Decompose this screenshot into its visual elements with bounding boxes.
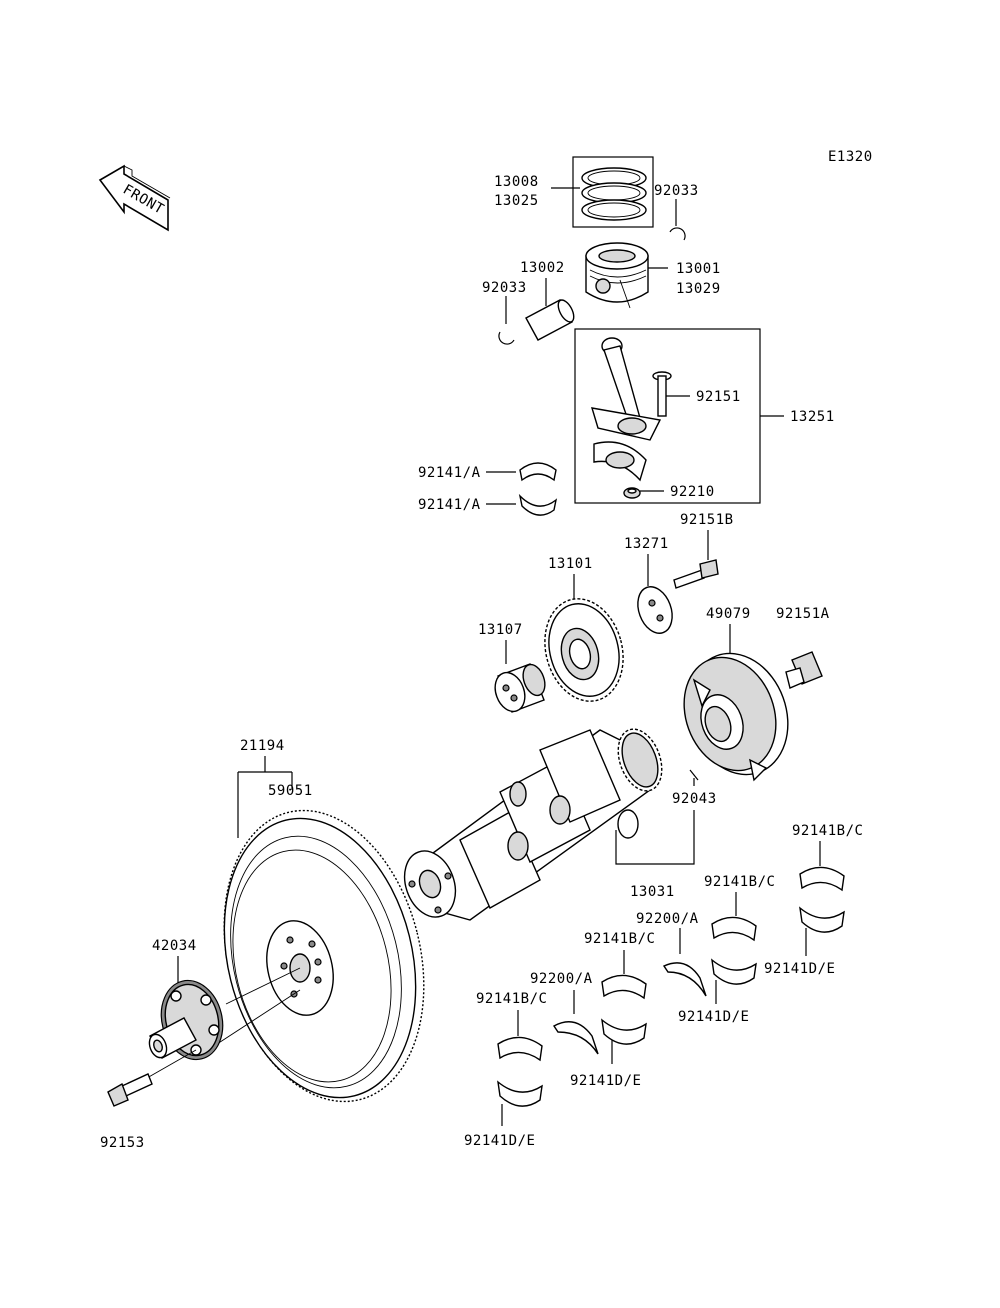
label-92200a-2: 92200/A	[530, 971, 593, 987]
label-13251: 13251	[790, 409, 835, 425]
label-21194: 21194	[240, 738, 285, 754]
label-13025: 13025	[494, 193, 539, 209]
main-bearing-lower-1	[799, 906, 845, 933]
balancer-weight	[683, 652, 789, 782]
label-13008: 13008	[494, 174, 539, 190]
connecting-rod	[591, 337, 662, 482]
gear-bolt-92151b	[673, 559, 719, 589]
crankshaft	[403, 728, 663, 921]
flywheel	[223, 809, 425, 1103]
label-92151a: 92151A	[776, 606, 830, 622]
front-arrow-icon: FRONT	[98, 164, 171, 232]
label-42034: 42034	[152, 938, 197, 954]
label-49079: 49079	[706, 606, 751, 622]
flywheel-hub	[148, 979, 224, 1061]
main-bearing-upper-3	[601, 974, 647, 1000]
label-92210: 92210	[670, 484, 715, 500]
thrust-washer-2	[552, 1021, 599, 1055]
piston-pin	[525, 299, 575, 341]
label-92141bc-4: 92141B/C	[476, 991, 547, 1007]
main-bearing-upper-2	[711, 916, 757, 942]
label-13002: 13002	[520, 260, 565, 276]
balancer-bolt	[785, 651, 823, 689]
label-92141de-3: 92141D/E	[764, 961, 835, 977]
rod-bearing-lower	[518, 493, 558, 516]
label-92033-right: 92033	[654, 183, 699, 199]
label-13031: 13031	[630, 884, 675, 900]
crankshaft-gear	[544, 598, 624, 702]
rod-bearing-upper	[519, 462, 557, 482]
thrust-washer-1	[662, 962, 707, 997]
rod-nut	[623, 487, 641, 499]
circlip-left	[498, 331, 515, 345]
label-92141de-1: 92141D/E	[570, 1073, 641, 1089]
label-13029: 13029	[676, 281, 721, 297]
main-bearing-upper-4	[497, 1036, 543, 1062]
label-92141bc-2: 92141B/C	[704, 874, 775, 890]
label-92141bc-3: 92141B/C	[584, 931, 655, 947]
piston-rings	[581, 167, 647, 221]
label-13271: 13271	[624, 536, 669, 552]
crank-gear-teeth	[617, 728, 663, 792]
piston-ring-box	[572, 156, 654, 228]
label-92141bc-1: 92141B/C	[792, 823, 863, 839]
gear-washer	[637, 586, 673, 634]
flywheel-bolt	[107, 1073, 153, 1107]
label-92043: 92043	[672, 791, 717, 807]
label-92153: 92153	[100, 1135, 145, 1151]
main-bearing-lower-2	[711, 958, 757, 985]
rod-bolt	[652, 371, 672, 417]
gear-hub	[494, 663, 546, 713]
label-13001: 13001	[676, 261, 721, 277]
label-92141bc-5: 92141B/C	[704, 874, 775, 890]
label-92141a-2: 92141/A	[418, 497, 481, 513]
label-92141de-4: 92141D/E	[464, 1133, 535, 1149]
main-bearing-upper-1	[799, 866, 845, 892]
circlip-right	[669, 227, 686, 241]
main-bearing-lower-4	[497, 1080, 543, 1107]
label-92033-left: 92033	[482, 280, 527, 296]
label-59051: 59051	[268, 783, 313, 799]
label-13107: 13107	[478, 622, 523, 638]
label-92151b: 92151B	[680, 512, 734, 528]
label-13101: 13101	[548, 556, 593, 572]
woodruff-key	[689, 769, 699, 781]
label-92141a-1: 92141/A	[418, 465, 481, 481]
label-92141de-2: 92141D/E	[678, 1009, 749, 1025]
label-92200a-1: 92200/A	[636, 911, 699, 927]
piston	[585, 242, 649, 309]
main-bearing-lower-3	[601, 1018, 647, 1045]
label-92151: 92151	[696, 389, 741, 405]
diagram-code: E1320	[828, 149, 873, 165]
